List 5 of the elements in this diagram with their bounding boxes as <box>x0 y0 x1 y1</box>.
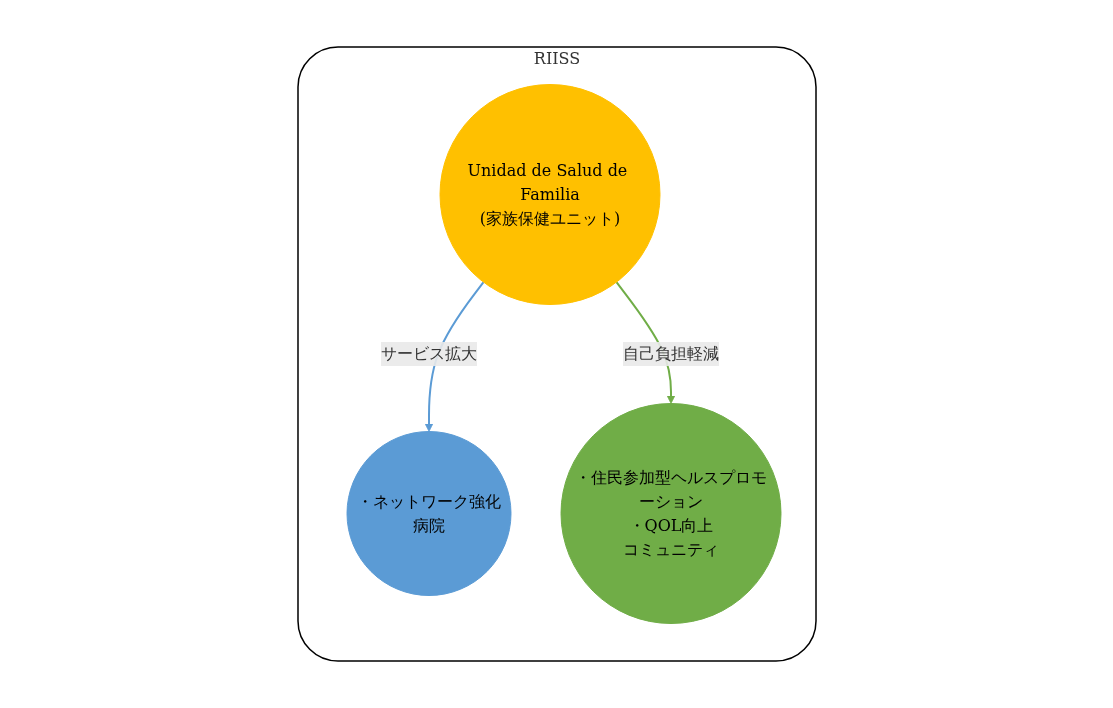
node-circle: Unidad de Salud de Familia (家族保健ユニット) <box>439 84 660 305</box>
edge-label: 自己負担軽減 <box>622 344 719 363</box>
node-circle: ・ネットワーク強化 病院 <box>346 431 511 596</box>
node-circle: ・住民参加型ヘルスプロモーション ・QOL向上 コミュニティ <box>560 403 781 624</box>
edge-label: サービス拡大 <box>380 344 477 363</box>
